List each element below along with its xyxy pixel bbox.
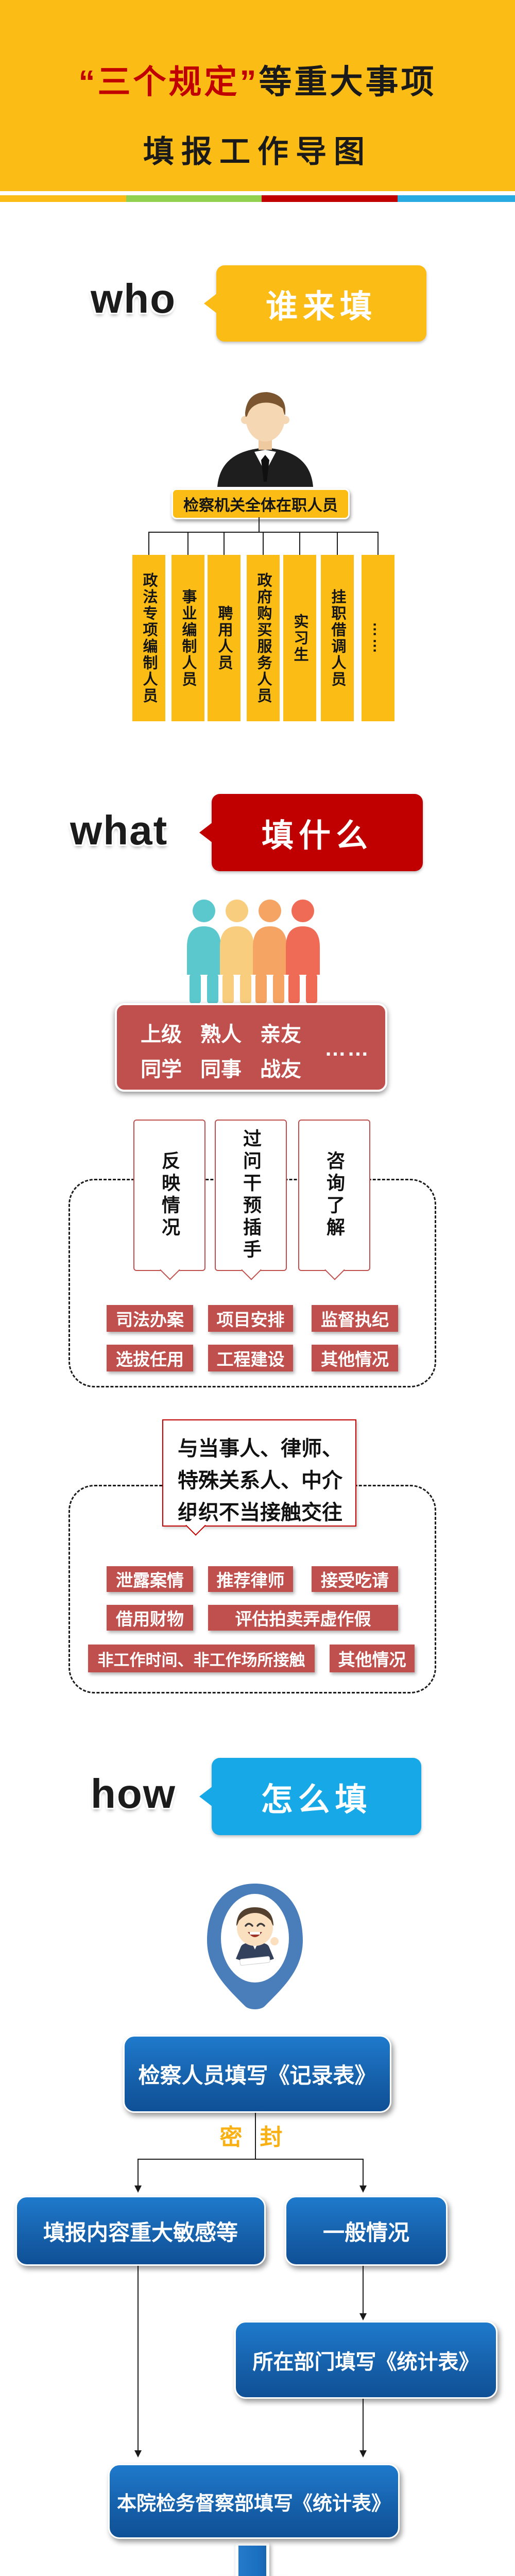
connector-drop-2 [187, 532, 188, 555]
big-down-arrow-icon [235, 2543, 269, 2576]
who-root-box: 检察机关全体在职人员 [171, 488, 350, 519]
what-bubble-pointer-icon [199, 822, 213, 843]
category-bar-7: …… [362, 555, 394, 721]
matter-chip: 工程建设 [208, 1345, 293, 1371]
connector-drop-7 [377, 532, 379, 555]
flow-line-dept-inspection [363, 2396, 364, 2450]
category-bar-2: 事业编制人员 [171, 555, 204, 721]
contact-chip: 其他情况 [330, 1645, 415, 1672]
contact-chip: 评估拍卖弄虚作假 [208, 1605, 398, 1631]
people-group-icon [187, 900, 320, 1004]
matter-chip: 项目安排 [208, 1305, 293, 1332]
contact-chip: 非工作时间、非工作场所接触 [88, 1645, 315, 1672]
contact-chip: 推荐律师 [208, 1566, 293, 1592]
channel-column-3: 咨询了解 [298, 1120, 370, 1280]
accent-stripe-yellow [0, 195, 126, 202]
how-bubble-pointer-icon [199, 1786, 213, 1807]
category-bar-3: 聘用人员 [208, 555, 241, 721]
flow-record-box: 检察人员填写《记录表》 [123, 2035, 391, 2113]
how-bubble: 怎么填 [199, 1758, 421, 1835]
category-bar-6: 挂职借调人员 [321, 555, 354, 721]
connector-drop-6 [337, 532, 338, 555]
who-bubble-pointer-icon [204, 293, 217, 314]
channel-column-2: 过问干预插手 [215, 1120, 287, 1280]
relations-row-2: 同学 同事 战友 [141, 1058, 301, 1081]
category-bar-4: 政府购买服务人员 [247, 555, 280, 721]
flow-inspection-box: 本院检务督察部填写《统计表》 [108, 2464, 400, 2539]
how-word: how [91, 1771, 176, 1817]
connector-drop-1 [148, 532, 149, 555]
page-title: “三个规定”等重大事项 [0, 56, 515, 103]
relations-ellipsis: …… [324, 1036, 370, 1060]
channel-column-1: 反映情况 [133, 1120, 205, 1280]
flow-sensitive-box: 填报内容重大敏感等 [15, 2196, 266, 2266]
contact-chip: 泄露案情 [107, 1566, 193, 1592]
connector-rail [149, 532, 379, 533]
flow-split-rail [138, 2159, 364, 2160]
contact-chip: 借用财物 [107, 1605, 193, 1631]
flow-drop-left [138, 2159, 139, 2185]
accent-stripe-blue [398, 195, 515, 202]
inspector-pin-icon [207, 1884, 303, 2009]
flow-dept-box: 所在部门填写《统计表》 [234, 2321, 497, 2399]
how-bubble-label: 怎么填 [261, 1782, 372, 1818]
seal-stem-line [255, 2110, 256, 2159]
connector-drop-4 [263, 532, 264, 555]
connector-drop-5 [299, 532, 300, 555]
what-bubble: 填什么 [199, 794, 423, 871]
matter-chip: 选拔任用 [107, 1345, 193, 1371]
who-word: who [91, 276, 176, 321]
matter-chip: 司法办案 [107, 1305, 193, 1332]
category-bar-1: 政法专项编制人员 [132, 555, 165, 721]
matter-chip: 监督执纪 [312, 1305, 398, 1332]
who-bubble: 谁来填 [204, 265, 426, 342]
businessman-icon [217, 392, 313, 487]
title-rest: 等重大事项 [259, 63, 437, 100]
contact-chip: 接受吃请 [312, 1566, 398, 1592]
title-quoted: “三个规定” [78, 63, 259, 100]
connector-root-stem [259, 517, 260, 532]
page-subtitle: 填报工作导图 [143, 134, 372, 169]
arrow-down-icon [134, 2185, 142, 2193]
category-bar-5: 实习生 [283, 555, 316, 721]
accent-stripe-red [262, 195, 398, 202]
matter-chip: 其他情况 [312, 1345, 398, 1371]
arrow-down-icon [359, 2450, 367, 2458]
accent-stripe-green [126, 195, 262, 202]
what-word: what [70, 807, 168, 853]
arrow-down-icon [134, 2450, 142, 2458]
what-bubble-label: 填什么 [261, 818, 373, 854]
header-banner: “三个规定”等重大事项 填报工作导图 [0, 0, 515, 191]
flow-drop-right [363, 2159, 364, 2185]
arrow-down-icon [359, 2185, 367, 2193]
relations-box: 上级 熟人 亲友 同学 同事 战友 …… [115, 1003, 387, 1092]
flow-line-general-dept [363, 2263, 364, 2313]
who-bubble-label: 谁来填 [265, 289, 377, 325]
seal-label: 密封 [219, 2125, 300, 2150]
relations-row-1: 上级 熟人 亲友 [141, 1023, 301, 1046]
connector-drop-3 [224, 532, 225, 555]
flow-line-sensitive-inspection [138, 2263, 139, 2450]
arrow-down-icon [359, 2313, 367, 2320]
flow-general-box: 一般情况 [285, 2196, 448, 2266]
contact-note-box: 与当事人、律师、 特殊关系人、中介 组织不当接触交往 [162, 1419, 356, 1536]
